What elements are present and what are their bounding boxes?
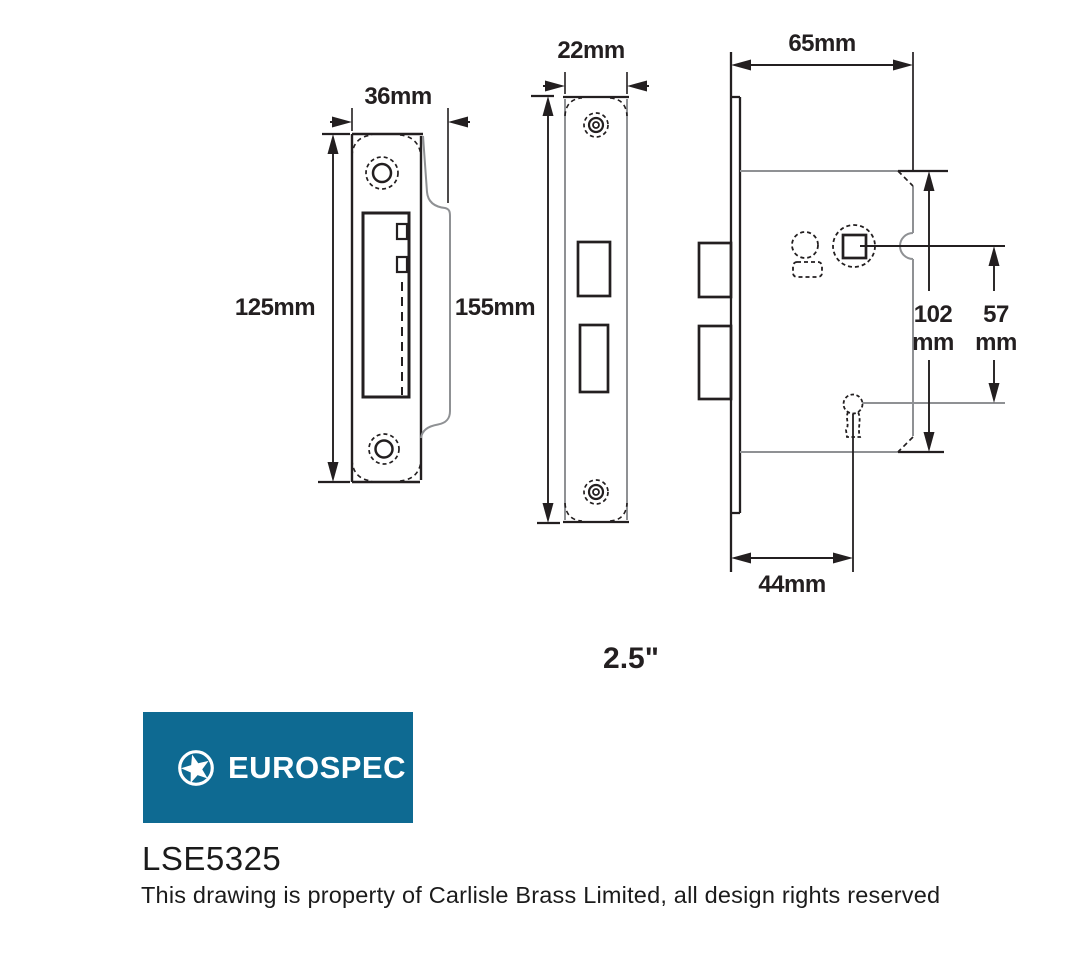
dimension-case-height: 102 mm	[898, 169, 954, 454]
dimension-backset: 44mm	[731, 552, 853, 598]
arrowhead-right-icon	[833, 552, 853, 564]
lock-case-outline	[740, 170, 914, 453]
latch-bolt	[697, 241, 733, 299]
dimension-label-backset: 44mm	[758, 571, 825, 598]
size-label-imperial: 2.5"	[603, 642, 659, 675]
dimension-ticks	[531, 94, 560, 525]
arrowhead-left-icon	[731, 552, 751, 564]
arrowhead-up-icon	[988, 246, 1000, 266]
arrowhead-left-icon	[448, 116, 468, 128]
arrowhead-down-icon	[923, 432, 935, 452]
rights-notice: This drawing is property of Carlisle Bra…	[141, 882, 941, 908]
arrowhead-left-icon	[627, 80, 647, 92]
arrowhead-left-icon	[731, 59, 751, 71]
faceplate-latch-hole	[576, 240, 612, 298]
faceplate-screw-bottom-outer	[583, 479, 609, 505]
eurospec-logo: EUROSPEC	[143, 712, 413, 823]
strike-screw-hole-bottom	[374, 439, 394, 459]
technical-drawing: 36mm 125mm	[235, 30, 1017, 675]
faceplate-corner-arcs	[564, 97, 628, 522]
faceplate-screw-top-outer	[583, 112, 609, 138]
dimension-label-case-height-value: 102	[914, 301, 953, 328]
dimension-faceplate-width: 22mm	[543, 37, 649, 94]
strike-screw-hole-top	[371, 162, 393, 184]
dimension-lock-depth: 65mm	[731, 30, 914, 170]
dimension-centres: 57 mm	[975, 246, 1017, 403]
dimension-label-faceplate-height: 155mm	[455, 294, 535, 321]
keyhole-icon	[842, 393, 864, 415]
faceplate-sides	[564, 99, 628, 520]
dimension-strike-width: 36mm	[330, 83, 470, 203]
dimension-label-centres-unit: mm	[975, 329, 1017, 356]
lock-case-front-edge	[731, 95, 742, 515]
extension-lines	[564, 72, 628, 94]
strike-screw-hole-top-outer	[365, 156, 399, 190]
faceplate-screw-top	[587, 116, 605, 134]
dead-bolt	[697, 324, 733, 401]
strike-plate-drawing	[350, 132, 451, 484]
faceplate-screw-top-inner	[592, 121, 600, 129]
dimension-ticks	[318, 132, 350, 484]
dimension-label-lock-depth: 65mm	[788, 30, 855, 57]
star-in-circle-icon	[178, 749, 214, 786]
arrowhead-up-icon	[327, 134, 339, 154]
logo-wordmark: EUROSPEC	[228, 749, 406, 785]
lock-body-drawing	[697, 52, 1005, 572]
strike-plate-outline	[350, 132, 423, 484]
aux-hole-icon	[791, 231, 819, 259]
dimension-label-case-height-unit: mm	[912, 329, 954, 356]
strike-plate-lip	[420, 135, 451, 439]
strike-tab-bottom	[395, 255, 409, 274]
aux-slot-icon	[792, 261, 823, 278]
extension-lines	[351, 108, 449, 203]
faceplate-ends	[563, 95, 629, 524]
arrowhead-right-icon	[545, 80, 565, 92]
strike-plate-corner-arcs	[351, 134, 422, 482]
arrowhead-down-icon	[327, 462, 339, 482]
keyhole-tail	[845, 411, 862, 438]
lock-case-chamfers	[897, 170, 914, 453]
dimension-faceplate-height: 155mm	[455, 94, 560, 525]
dimension-ticks	[898, 169, 948, 454]
dimension-label-faceplate-width: 22mm	[557, 37, 624, 64]
faceplate-screw-bottom-inner	[592, 488, 600, 496]
strike-cutout-box	[361, 211, 411, 399]
arrowhead-down-icon	[542, 503, 554, 523]
arrowhead-down-icon	[988, 383, 1000, 403]
arrowhead-up-icon	[923, 171, 935, 191]
arrowhead-up-icon	[542, 96, 554, 116]
dimension-strike-height: 125mm	[235, 132, 350, 484]
faceplate-drawing	[563, 95, 629, 524]
faceplate-screw-bottom	[587, 483, 605, 501]
faceplate-deadbolt-hole	[578, 323, 610, 394]
dimension-label-centres-value: 57	[983, 301, 1009, 328]
product-code: LSE5325	[142, 840, 282, 877]
strike-tab-top	[395, 222, 409, 241]
dimension-label-strike-width: 36mm	[364, 83, 431, 110]
arrowhead-right-icon	[332, 116, 352, 128]
dimension-label-strike-height: 125mm	[235, 294, 315, 321]
strike-screw-hole-bottom-outer	[368, 433, 400, 465]
arrowhead-right-icon	[893, 59, 913, 71]
